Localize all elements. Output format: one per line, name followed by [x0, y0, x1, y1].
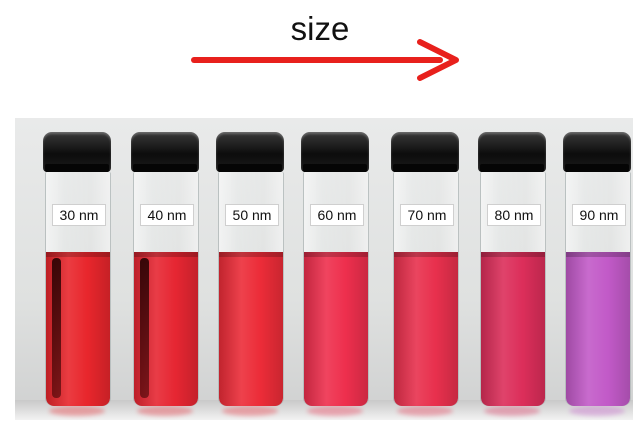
vial-liquid — [219, 252, 283, 406]
vial-cap-ring — [303, 164, 367, 172]
vial-liquid — [134, 252, 198, 406]
vial-liquid — [304, 252, 368, 406]
vial-cap-ring — [393, 164, 457, 172]
vial-glass: 70 nm — [393, 172, 459, 406]
vial-reflection — [569, 406, 625, 416]
vials-photo: 30 nm 40 nm 50 nm — [15, 118, 633, 420]
vial-liquid — [481, 252, 545, 406]
vial-glass: 80 nm — [480, 172, 546, 406]
vial-90nm: 90 nm — [555, 118, 633, 420]
vial-60nm: 60 nm — [293, 118, 377, 420]
vial-label: 30 nm — [52, 204, 106, 226]
right-arrow-icon — [191, 39, 459, 81]
vial-label: 90 nm — [572, 204, 626, 226]
vial-40nm: 40 nm — [123, 118, 207, 420]
vial-reflection — [307, 406, 363, 416]
vial-reflection — [137, 406, 193, 416]
vial-label: 60 nm — [310, 204, 364, 226]
vial-reflection — [49, 406, 105, 416]
vial-30nm: 30 nm — [35, 118, 119, 420]
header: size — [0, 0, 635, 110]
vial-reflection — [484, 406, 540, 416]
sediment-streak — [140, 258, 149, 398]
size-label: size — [290, 10, 350, 47]
vial-cap-ring — [480, 164, 544, 172]
vial-liquid — [394, 252, 458, 406]
vial-cap-ring — [565, 164, 629, 172]
vial-reflection — [222, 406, 278, 416]
vial-glass: 50 nm — [218, 172, 284, 406]
vial-label: 70 nm — [400, 204, 454, 226]
vial-label: 40 nm — [140, 204, 194, 226]
vial-glass: 90 nm — [565, 172, 631, 406]
vial-label: 50 nm — [225, 204, 279, 226]
vial-cap-ring — [45, 164, 109, 172]
vial-reflection — [397, 406, 453, 416]
vial-cap-ring — [218, 164, 282, 172]
vial-70nm: 70 nm — [383, 118, 467, 420]
vial-glass: 60 nm — [303, 172, 369, 406]
vial-cap-ring — [133, 164, 197, 172]
vial-80nm: 80 nm — [470, 118, 554, 420]
sediment-streak — [52, 258, 61, 398]
vial-glass: 30 nm — [45, 172, 111, 406]
vial-50nm: 50 nm — [208, 118, 292, 420]
vial-liquid — [566, 252, 630, 406]
vial-label: 80 nm — [487, 204, 541, 226]
vial-glass: 40 nm — [133, 172, 199, 406]
vial-liquid — [46, 252, 110, 406]
